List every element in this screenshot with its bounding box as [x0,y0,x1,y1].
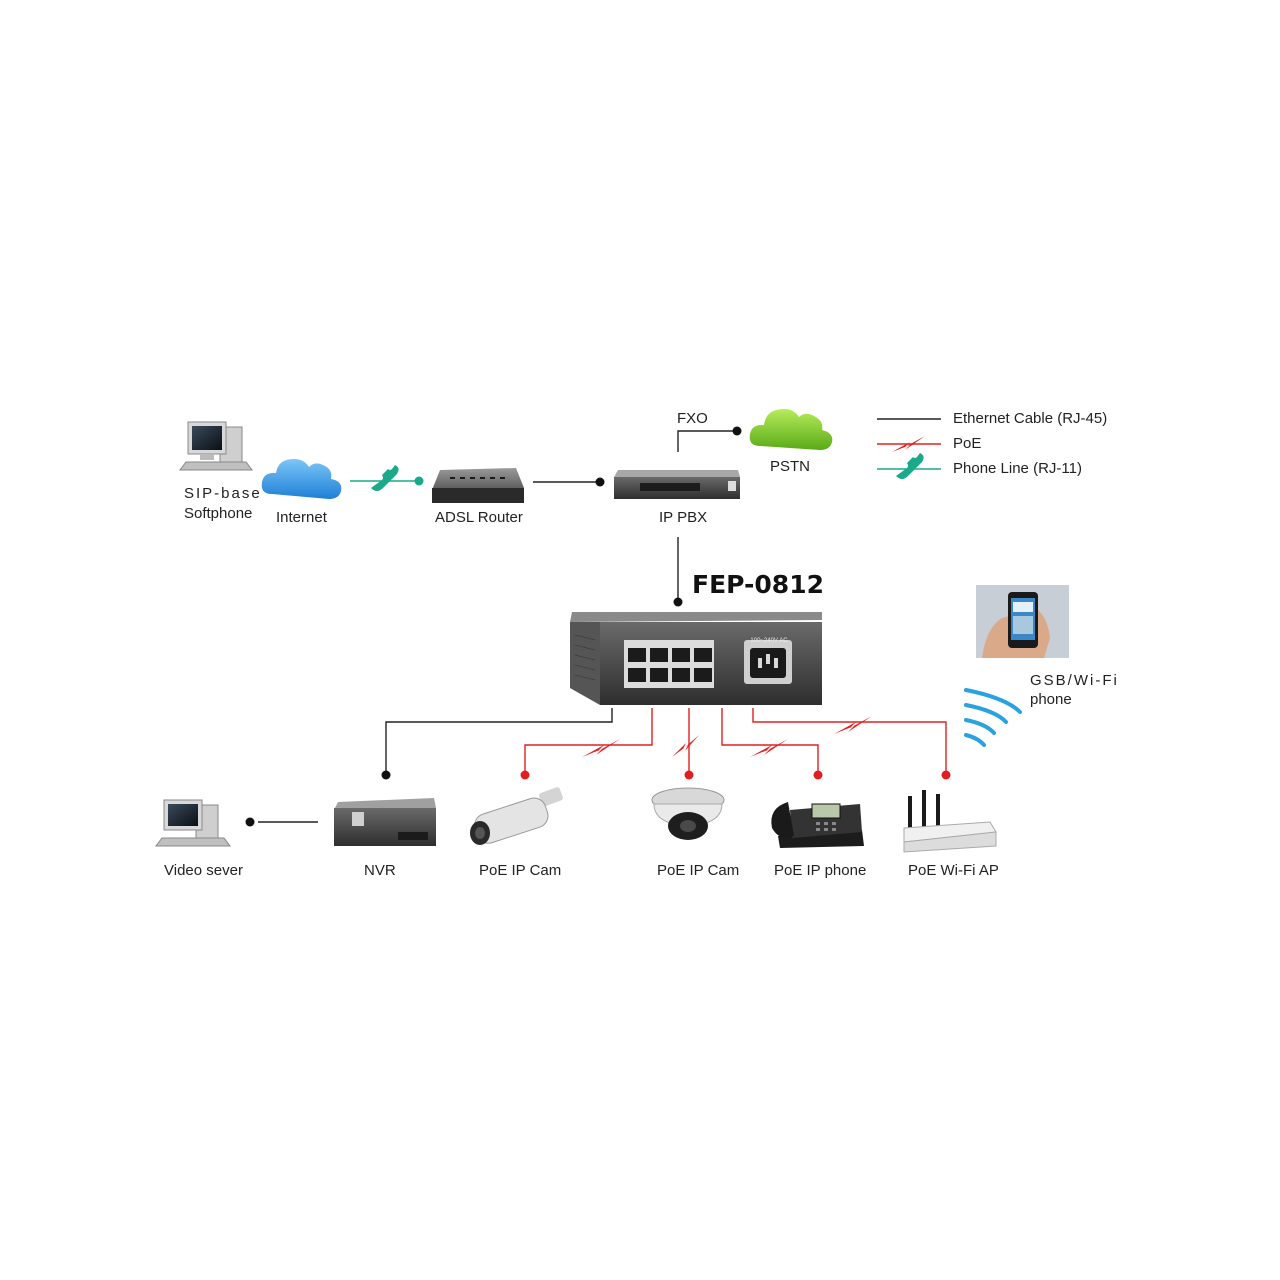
fep-0812-switch-icon [570,612,822,705]
pstn-cloud-icon [749,409,833,450]
switch-power-label: 100~240V AC [750,638,788,644]
phone-handset-icon [896,453,924,479]
ethernet-dots [245,426,742,827]
legend-item-poe: PoE [953,435,982,452]
poe-lines [524,708,947,773]
ip-phone-icon [771,802,864,848]
fxo-label: FXO [677,410,708,427]
mobile-phone-photo [976,585,1069,658]
adsl-router-icon [432,468,524,503]
poe-ip-cam-1-label: PoE IP Cam [479,862,562,879]
bullet-camera-icon [470,787,563,845]
lightning-icon [672,735,699,757]
lightning-icon [834,716,872,734]
softphone-label-line1: SIP-base [184,485,262,502]
phone-handset-icon [371,465,399,491]
poe-ip-cam-2-label: PoE IP Cam [657,862,740,879]
wifi-ap-icon [903,790,997,853]
gsm-phone-label-line1: GSB/Wi-Fi [1030,672,1119,689]
legend [877,418,941,479]
nvr-icon [334,798,436,846]
legend-item-phone-line: Phone Line (RJ-11) [953,460,1082,477]
video-server-label: Video sever [164,862,243,879]
adsl-router-label: ADSL Router [435,509,523,526]
softphone-label-line2: Softphone [184,505,253,522]
legend-item-ethernet: Ethernet Cable (RJ-45) [953,410,1108,427]
internet-label: Internet [276,509,327,526]
lightning-icon [582,739,620,757]
internet-cloud-icon [261,459,342,499]
ip-pbx-label: IP PBX [659,509,708,526]
nvr-label: NVR [364,862,396,879]
poe-ip-phone-label: PoE IP phone [774,862,867,879]
softphone-pc-icon [179,421,253,471]
lightning-icon [750,739,788,757]
phone-line [350,465,424,491]
ip-pbx-icon [614,470,740,499]
switch-model-title: FEP-0812 [692,570,824,599]
video-server-pc-icon [155,799,231,847]
poe-dots [520,770,951,780]
poe-bolts [582,716,872,757]
gsm-phone-label-line2: phone [1030,691,1072,708]
dome-camera-icon [651,787,725,840]
wifi-signal-icon [964,688,1022,747]
pstn-label: PSTN [770,458,811,475]
poe-wifi-ap-label: PoE Wi-Fi AP [908,862,999,879]
ethernet-lines [258,430,735,823]
lightning-icon [892,436,925,452]
